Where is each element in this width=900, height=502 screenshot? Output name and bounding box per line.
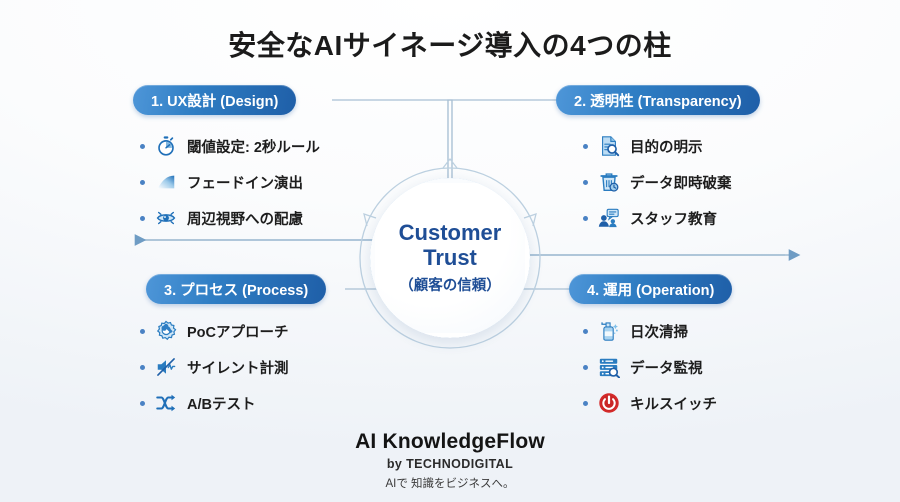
hub-title-line1: Customer xyxy=(398,219,502,245)
bullet-dot xyxy=(583,215,588,221)
feature-list-design: 閾値設定: 2秒ルール フェードイン演出 xyxy=(140,128,320,236)
list-item[interactable]: PoCアプローチ xyxy=(140,313,289,349)
list-item[interactable]: データ監視 xyxy=(583,349,717,385)
feature-list-transparency: 目的の明示 データ即時破棄 xyxy=(583,128,732,236)
list-item[interactable]: キルスイッチ xyxy=(583,385,717,421)
category-badge-label: 4. 運用 (Operation) xyxy=(587,282,715,299)
list-item-label: データ監視 xyxy=(630,360,703,377)
trash-clock-icon xyxy=(597,170,621,194)
list-item[interactable]: フェードイン演出 xyxy=(140,164,320,200)
eye-peripheral-icon xyxy=(154,206,178,230)
circular-flow-arrows xyxy=(359,157,541,349)
list-item-label: 日次清掃 xyxy=(630,324,688,341)
bullet-dot xyxy=(140,215,145,221)
bullet-dot xyxy=(140,143,145,149)
list-item[interactable]: データ即時破棄 xyxy=(583,164,732,200)
bullet-dot xyxy=(140,364,145,370)
category-badge-transparency[interactable]: 2. 透明性 (Transparency) xyxy=(556,85,760,115)
document-search-icon xyxy=(597,134,621,158)
list-item[interactable]: サイレント計測 xyxy=(140,349,289,385)
bullet-dot xyxy=(140,179,145,185)
brand-name: AI KnowledgeFlow xyxy=(355,430,545,453)
bullet-dot xyxy=(140,328,145,334)
list-item-label: 目的の明示 xyxy=(630,139,703,156)
bullet-dot xyxy=(583,143,588,149)
category-badge-process[interactable]: 3. プロセス (Process) xyxy=(146,274,327,304)
gear-wrench-icon xyxy=(154,319,178,343)
category-badge-operation[interactable]: 4. 運用 (Operation) xyxy=(569,274,733,304)
list-item[interactable]: スタッフ教育 xyxy=(583,200,732,236)
shuffle-icon xyxy=(154,391,178,415)
server-search-icon xyxy=(597,355,621,379)
page-title: 安全なAIサイネージ導入の4つの柱 xyxy=(228,30,672,61)
list-item[interactable]: 日次清掃 xyxy=(583,313,717,349)
list-item-label: PoCアプローチ xyxy=(187,324,289,341)
bullet-dot xyxy=(583,179,588,185)
bullet-dot xyxy=(583,328,588,334)
mute-speaker-icon xyxy=(154,355,178,379)
center-hub: Customer Trust （顧客の信頼） xyxy=(370,178,530,338)
list-item-label: サイレント計測 xyxy=(187,360,289,377)
list-item-label: データ即時破棄 xyxy=(630,175,732,192)
list-item[interactable]: A/Bテスト xyxy=(140,385,289,421)
power-kill-switch-icon xyxy=(597,391,621,415)
list-item[interactable]: 閾値設定: 2秒ルール xyxy=(140,128,320,164)
brand-tagline: AIで 知識をビジネスへ。 xyxy=(385,478,515,490)
footer: AI KnowledgeFlow by TECHNODIGITAL AIで 知識… xyxy=(0,430,900,491)
feature-list-process: PoCアプローチ サイレント計測 xyxy=(140,313,289,421)
list-item[interactable]: 目的の明示 xyxy=(583,128,732,164)
category-badge-label: 1. UX設計 (Design) xyxy=(151,93,279,110)
bullet-dot xyxy=(583,400,588,406)
list-item-label: 周辺視野への配慮 xyxy=(187,211,303,228)
list-item[interactable]: 周辺視野への配慮 xyxy=(140,200,320,236)
person-chat-icon xyxy=(597,206,621,230)
feature-list-operation: 日次清掃 データ監視 xyxy=(583,313,717,421)
spray-bottle-icon xyxy=(597,319,621,343)
bullet-dot xyxy=(140,400,145,406)
hub-title-line2: Trust xyxy=(423,244,477,270)
category-badge-label: 2. 透明性 (Transparency) xyxy=(574,93,742,110)
category-badge-design[interactable]: 1. UX設計 (Design) xyxy=(133,85,297,115)
hub-inner: Customer Trust （顧客の信頼） xyxy=(370,178,530,338)
list-item-label: フェードイン演出 xyxy=(187,175,303,192)
list-item-label: 閾値設定: 2秒ルール xyxy=(187,139,320,156)
list-item-label: キルスイッチ xyxy=(630,396,717,413)
list-item-label: A/Bテスト xyxy=(187,396,256,413)
hub-subtitle: （顧客の信頼） xyxy=(399,278,501,295)
list-item-label: スタッフ教育 xyxy=(630,211,717,228)
bullet-dot xyxy=(583,364,588,370)
brand-byline: by TECHNODIGITAL xyxy=(386,457,514,471)
stopwatch-icon xyxy=(154,134,178,158)
fade-in-icon xyxy=(154,170,178,194)
category-badge-label: 3. プロセス (Process) xyxy=(164,282,309,299)
